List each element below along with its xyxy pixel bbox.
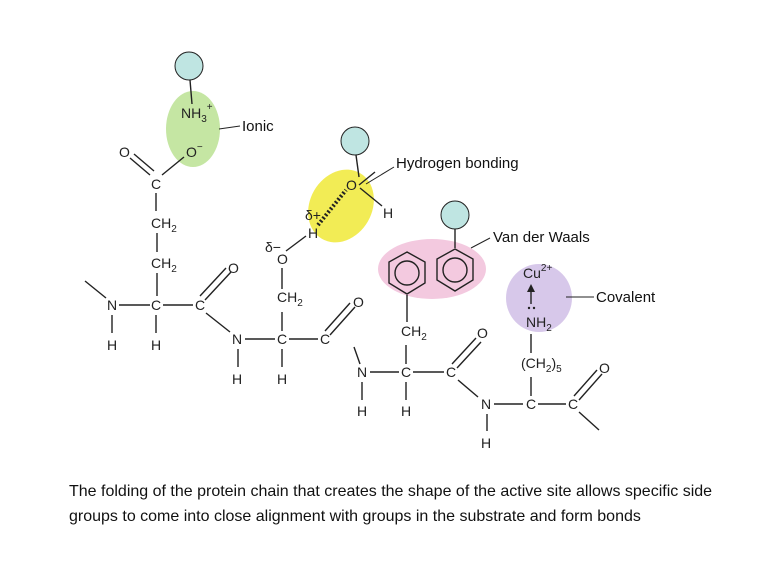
svg-text:N: N — [357, 364, 367, 380]
svg-text:C: C — [568, 396, 578, 412]
covalent-region — [506, 264, 572, 332]
svg-text:CH2: CH2 — [401, 323, 427, 343]
substrate-circle-vdw — [440, 200, 470, 230]
vdw-region — [378, 239, 486, 299]
svg-text:H: H — [151, 337, 161, 353]
svg-text:CH2: CH2 — [151, 255, 177, 275]
svg-text:N: N — [107, 297, 117, 313]
svg-text:C: C — [401, 364, 411, 380]
svg-text:C: C — [526, 396, 536, 412]
svg-text:O: O — [353, 294, 364, 310]
svg-text:O: O — [477, 325, 488, 341]
label-ionic: Ionic — [242, 118, 274, 135]
svg-text:C: C — [151, 297, 161, 313]
svg-text:C: C — [195, 297, 205, 313]
svg-text:O−: O− — [186, 142, 203, 160]
caption-line-1: The folding of the protein chain that cr… — [69, 483, 712, 500]
label-van-der-waals: Van der Waals — [493, 229, 590, 246]
svg-text:C: C — [320, 331, 330, 347]
svg-text:H: H — [107, 337, 117, 353]
svg-text:C: C — [151, 176, 161, 192]
svg-text:δ+: δ+ — [305, 207, 321, 223]
svg-text:H: H — [357, 403, 367, 419]
svg-text:H: H — [401, 403, 411, 419]
label-hydrogen-bonding: Hydrogen bonding — [396, 155, 519, 172]
svg-text:N: N — [232, 331, 242, 347]
svg-text:O: O — [277, 251, 288, 267]
svg-text:NH2: NH2 — [526, 314, 552, 334]
svg-text:C: C — [277, 331, 287, 347]
svg-text:O: O — [599, 360, 610, 376]
caption-line-2: groups to come into close alignment with… — [69, 508, 641, 525]
svg-text:(CH2)5: (CH2)5 — [521, 355, 562, 375]
svg-text:H: H — [308, 225, 318, 241]
svg-text:H: H — [481, 435, 491, 451]
svg-text:NH3+: NH3+ — [181, 102, 213, 125]
svg-text:O: O — [119, 144, 130, 160]
svg-text:Cu2+: Cu2+ — [523, 263, 552, 281]
svg-text:C: C — [446, 364, 456, 380]
svg-text:O: O — [228, 260, 239, 276]
substrate-circle-ionic — [174, 51, 204, 81]
svg-text:δ−: δ− — [265, 239, 281, 255]
substrate-circle-hydrogen — [340, 126, 370, 156]
svg-text:N: N — [481, 396, 491, 412]
svg-text:H: H — [383, 205, 393, 221]
ionic-region — [166, 91, 220, 167]
svg-text:H: H — [232, 371, 242, 387]
svg-text:CH2: CH2 — [151, 215, 177, 235]
label-covalent: Covalent — [596, 289, 656, 306]
svg-text:O: O — [346, 177, 357, 193]
svg-text:CH2: CH2 — [277, 289, 303, 309]
hydrogen-region — [308, 169, 374, 243]
svg-text:H: H — [277, 371, 287, 387]
